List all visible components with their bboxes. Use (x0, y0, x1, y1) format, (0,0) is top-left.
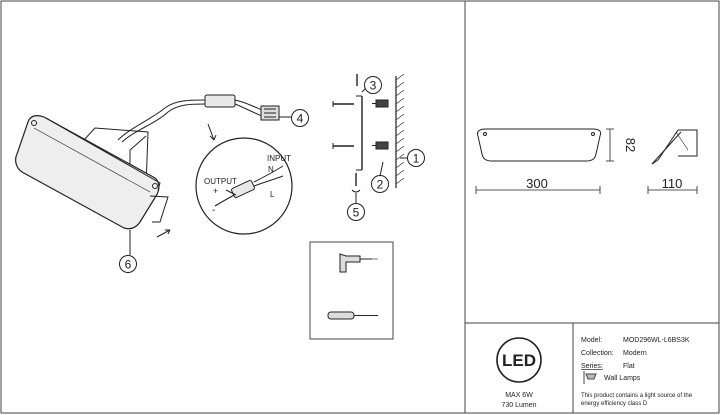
front-view-drawing (477, 128, 602, 162)
callout-5 (347, 203, 365, 221)
lumen-text: 730 Lumen (501, 402, 536, 409)
callout-1-number: 1 (413, 152, 420, 166)
screw-head-left (31, 120, 37, 126)
output-label: OUTPUT (204, 177, 237, 186)
screwdriver-icon (327, 311, 378, 320)
series-label: Series: (581, 363, 603, 370)
wiring-detail-circle (195, 137, 293, 235)
dimension-depth: 110 (662, 176, 683, 191)
callout-3-number: 3 (370, 79, 377, 93)
wall-lamp-icon (583, 371, 597, 384)
plus-label: + (213, 186, 218, 196)
category-value: Wall Lamps (604, 375, 641, 382)
led-logo-circle (496, 337, 542, 383)
neutral-label: N (268, 165, 274, 174)
collection-value: Modern (623, 350, 647, 357)
callout-4 (291, 109, 309, 127)
collection-label: Collection: (581, 350, 614, 357)
dimension-lines (475, 128, 698, 194)
anchor-lower (375, 141, 389, 150)
tools-box (309, 241, 394, 340)
callout-3 (364, 76, 382, 94)
wall-hatching (395, 73, 405, 185)
callout-2 (371, 175, 389, 193)
anchor-upper (375, 99, 389, 108)
callout-5-number: 5 (353, 206, 360, 220)
led-logo-text: LED (502, 351, 536, 370)
lamp-assembly-drawing (15, 94, 298, 238)
callout-6-number: 6 (125, 258, 132, 272)
input-label: INPUT (267, 154, 291, 163)
side-view-drawing (651, 129, 698, 165)
model-label: Model: (581, 337, 602, 344)
series-value: Flat (623, 363, 635, 370)
drill-icon (339, 253, 378, 273)
callout-1 (407, 149, 425, 167)
led-driver (204, 94, 236, 108)
max-power-text: MAX 6W (505, 392, 533, 399)
screw-head-right (152, 183, 158, 189)
lamp-body (15, 115, 160, 230)
power-cable (117, 99, 206, 141)
live-label: L (270, 190, 275, 199)
energy-note-line2: energy efficiency class D (581, 401, 648, 407)
wall-fixing-drawing (332, 73, 408, 204)
callout-6 (119, 255, 137, 273)
dimension-height: 82 (623, 138, 638, 152)
minus-label: - (212, 205, 215, 216)
callout-2-number: 2 (377, 178, 384, 192)
model-value: MOD296WL-L6BS3K (623, 337, 690, 344)
callout-4-number: 4 (297, 112, 304, 126)
dimension-length: 300 (526, 176, 548, 191)
energy-note-line1: This product contains a light source of … (581, 393, 693, 399)
